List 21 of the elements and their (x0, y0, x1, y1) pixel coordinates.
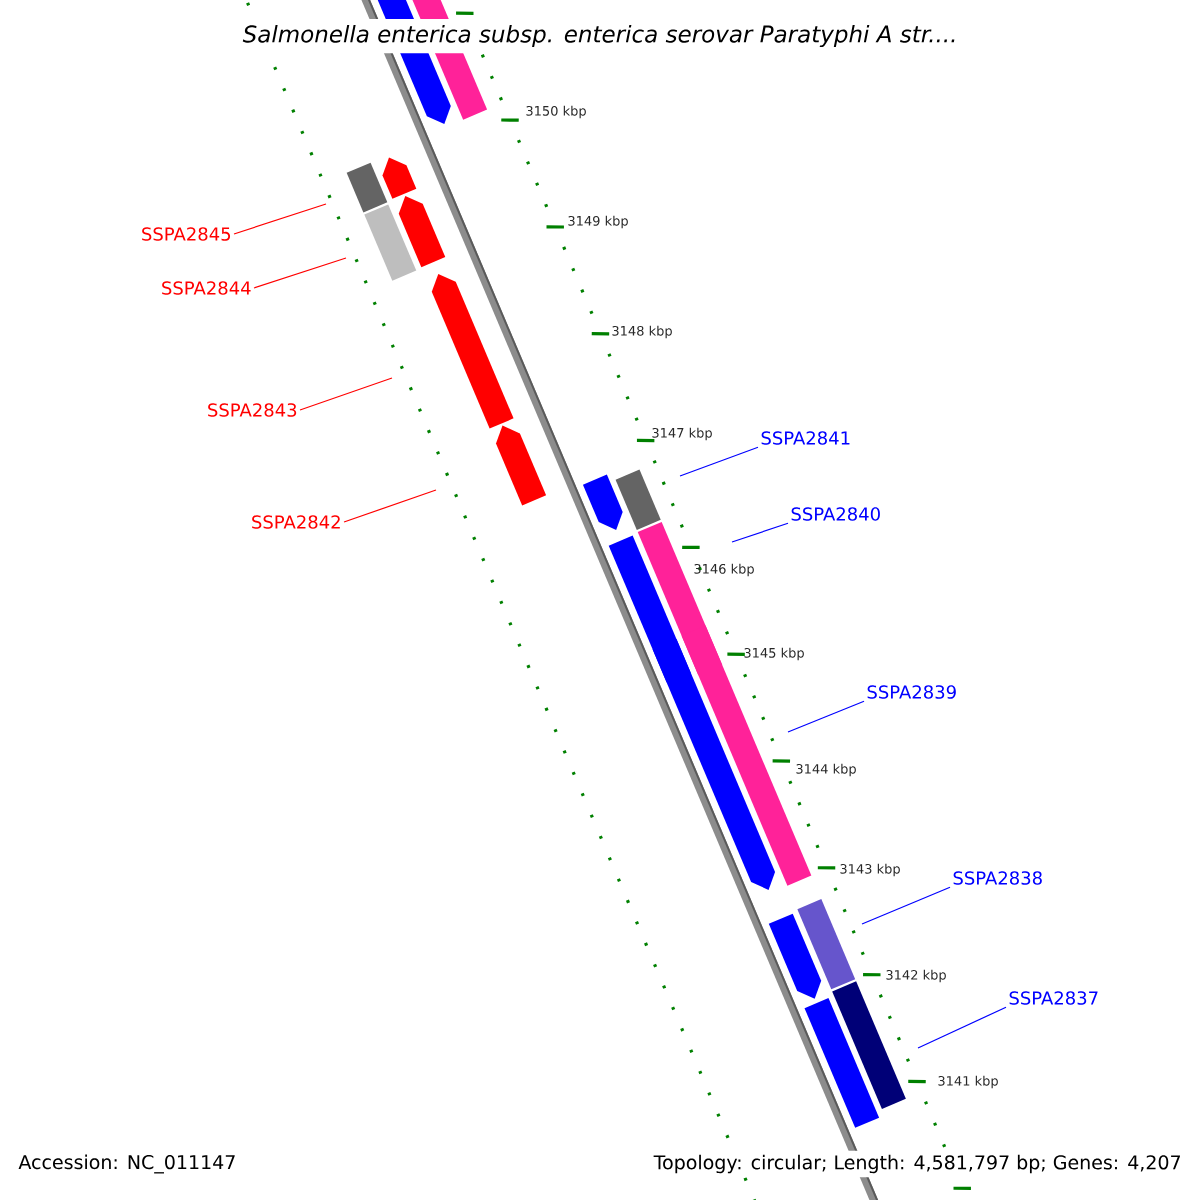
gene-label: SSPA2845 (142, 227, 231, 241)
footer-text: Accession: NC_011147 (14, 1150, 241, 1178)
leader-line (679, 446, 759, 477)
footer-text: Topology: circular; Length: 4,581,797 bp; Genes: 4,207 (649, 1150, 1186, 1178)
leader-line (233, 203, 327, 235)
gene-label: SSPA2841 (761, 431, 850, 445)
leader-line (299, 377, 393, 411)
gene-label: SSPA2837 (1009, 991, 1098, 1005)
gene-label: SSPA2838 (953, 871, 1042, 885)
title: Salmonella enterica subsp. enterica serovar Paratyphi A str.... (236, 18, 964, 54)
leader-line (343, 489, 437, 523)
leader-line (861, 886, 951, 925)
gene-label: SSPA2839 (867, 685, 956, 699)
leader-line (917, 1006, 1007, 1049)
leader-line (787, 700, 865, 733)
leader-line (731, 522, 789, 543)
gene-label: SSPA2842 (252, 515, 340, 529)
gene-label: SSPA2844 (162, 281, 251, 295)
gene-label: SSPA2843 (208, 403, 297, 417)
leader-line (253, 257, 347, 289)
gene-label: SSPA2840 (791, 507, 880, 521)
